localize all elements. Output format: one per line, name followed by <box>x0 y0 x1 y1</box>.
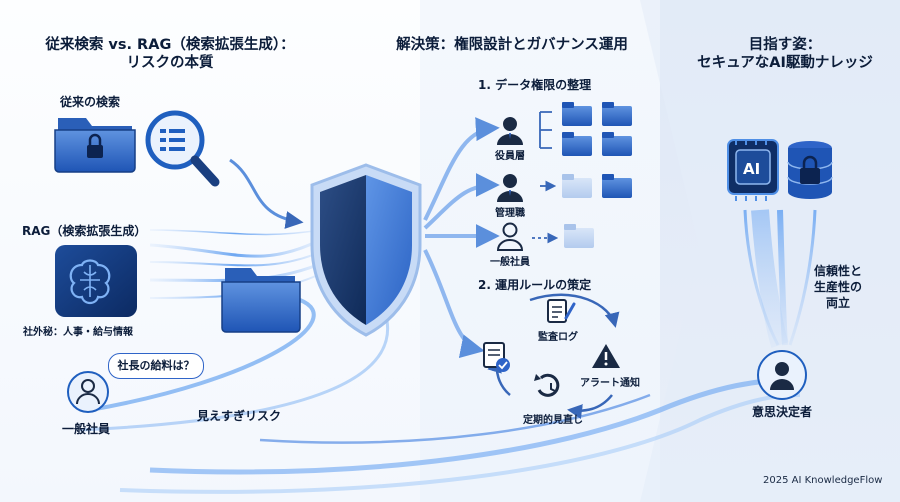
question-bubble: 社長の給料は？ <box>108 353 204 379</box>
rag-label: RAG（検索拡張生成） <box>22 224 147 238</box>
step1-title: 1. データ権限の整理 <box>478 78 592 92</box>
employee-user-icon <box>67 371 109 413</box>
goal-title-line2: セキュアなAI駆動ナレッジ <box>697 55 873 71</box>
audit-log-icon <box>547 299 576 323</box>
search-arrow <box>229 158 304 229</box>
footer-credit: 2025 AI KnowledgeFlow <box>763 475 883 486</box>
decision-maker-label: 意思決定者 <box>751 405 812 419</box>
manager-person-icon <box>497 174 523 202</box>
magnifier-icon <box>145 110 220 187</box>
benefit-line3: 両立 <box>825 296 850 310</box>
data-folder-icon <box>221 268 301 333</box>
ai-badge-text: AI <box>743 160 761 178</box>
secure-database-icon <box>787 141 833 199</box>
role-employee: 一般社員 <box>490 257 530 268</box>
document-check-icon <box>483 342 510 372</box>
goal-beam <box>743 209 817 348</box>
user-label: 一般社員 <box>62 422 111 436</box>
step2-title: 2. 運用ルールの策定 <box>478 278 592 292</box>
decision-maker-person-icon <box>757 350 807 400</box>
risk-label: 見えすぎリスク <box>197 409 282 423</box>
goal-title-line1: 目指す姿： <box>748 37 822 53</box>
secret-info-label: 社外秘：人事・給与情報 <box>23 327 133 338</box>
periodic-review-icon <box>534 373 560 397</box>
role-executive: 役員層 <box>495 151 525 162</box>
traditional-search-label: 従来の検索 <box>60 95 121 109</box>
executive-person-icon <box>497 117 523 145</box>
cycle-audit-log: 監査ログ <box>538 332 578 343</box>
locked-folder-icon <box>54 118 136 173</box>
ai-brain-icon <box>55 245 137 317</box>
security-shield-icon <box>310 163 422 337</box>
cycle-review: 定期的見直し <box>523 415 583 426</box>
employee-access-folder <box>532 224 594 248</box>
solution-panel-background <box>420 0 670 502</box>
benefit-line1: 信頼性と <box>813 264 862 278</box>
solution-title: 解決策：権限設計とガバナンス運用 <box>396 37 628 53</box>
alert-warning-icon <box>592 344 620 368</box>
risk-title-line2: リスクの本質 <box>126 55 214 71</box>
ai-chip-icon <box>727 139 779 201</box>
employee-person-icon <box>496 222 524 251</box>
role-manager: 管理職 <box>495 208 525 219</box>
manager-access-folders <box>540 174 632 198</box>
shield-distribution-arrows <box>423 117 500 358</box>
cycle-alert: アラート通知 <box>580 378 640 389</box>
risk-title-line1: 従来検索 vs. RAG（検索拡張生成）： <box>45 37 295 53</box>
benefit-line2: 生産性の <box>813 280 862 294</box>
executive-access-folders <box>539 102 632 156</box>
